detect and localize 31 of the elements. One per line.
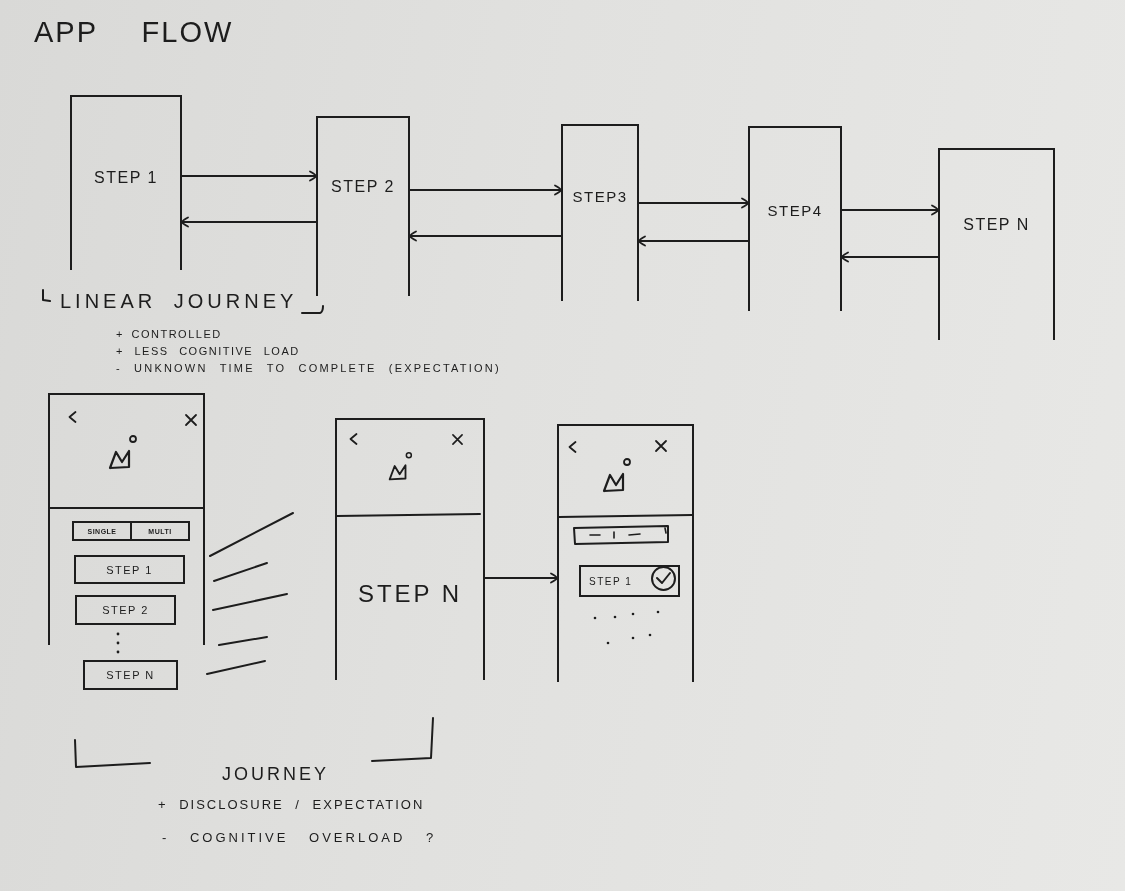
list-item (83, 660, 178, 690)
list-item (579, 565, 680, 597)
phone-screen (48, 393, 205, 645)
note-text: - COGNITIVE OVERLOAD ? (162, 830, 437, 845)
step-label: STEP3 (571, 188, 629, 205)
section-heading: JOURNEY (222, 764, 329, 785)
step-label: STEP N (962, 216, 1031, 234)
item-label: STEP N (106, 669, 155, 681)
step-label: STEP4 (766, 202, 824, 219)
item-label: STEP 1 (589, 575, 633, 587)
diagram-title: APP FLOW (34, 16, 234, 49)
screen-frame (70, 95, 182, 270)
step-label: STEP 1 (93, 169, 159, 187)
note-text: - UNKNOWN TIME TO COMPLETE (EXPECTATION) (116, 362, 501, 374)
step-label: STEP 2 (330, 178, 396, 196)
note-text: + DISCLOSURE / EXPECTATION (158, 797, 425, 812)
segmented-control (72, 521, 190, 541)
item-label: STEP 2 (102, 604, 149, 616)
list-item (75, 595, 176, 625)
step-label: STEP N (356, 580, 464, 608)
item-label: STEP 1 (106, 563, 153, 576)
note-text: + LESS COGNITIVE LOAD (116, 345, 300, 357)
screen-frame (561, 124, 639, 301)
screen-frame (938, 148, 1055, 340)
list-item (74, 555, 185, 584)
screen-frame (748, 126, 842, 311)
phone-screen (557, 424, 694, 682)
screen-frame (316, 116, 410, 296)
phone-screen (335, 418, 485, 680)
note-text: + CONTROLLED (116, 328, 222, 340)
section-heading: LINEAR JOURNEY (60, 290, 298, 313)
